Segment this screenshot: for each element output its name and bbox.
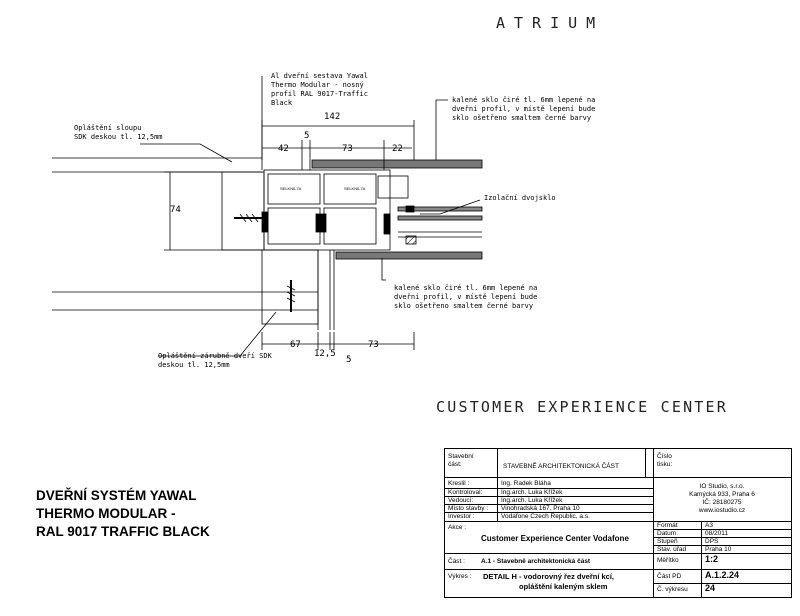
glass-top xyxy=(311,159,483,169)
format-value: A3 xyxy=(705,522,713,529)
annotation-glass-top: kalené sklo čiré tl. 6mm lepené na dveřn… xyxy=(452,96,596,122)
akce-label: Akce : xyxy=(448,524,467,531)
profile-label-b: SELKNIL7A xyxy=(344,186,366,191)
kontroloval-value: Ing.arch. Luka Křížek xyxy=(501,489,563,496)
stavebni-cast-value: STAVEBNĚ ARCHITEKTONICKÁ ČÁST xyxy=(503,463,619,470)
stupen-value: DPS xyxy=(705,538,719,545)
dim-73-top: 73 xyxy=(342,144,353,154)
cislo-tisku-label: Číslo tisku: xyxy=(657,453,673,468)
glass-bottom xyxy=(335,251,483,260)
drawing-title: ATRIUM xyxy=(496,14,605,32)
dim-22: 22 xyxy=(392,144,403,154)
stav-urad-value: Praha 10 xyxy=(705,546,732,553)
datum-label: Datum xyxy=(657,530,677,537)
leader-glass-bottom xyxy=(381,258,386,281)
title-block: Stavební část: STAVEBNĚ ARCHITEKTONICKÁ … xyxy=(444,448,792,598)
cast-pd-label: Část PD xyxy=(657,573,682,580)
stupen-label: Stupeň xyxy=(657,538,678,545)
project-subtitle: CUSTOMER EXPERIENCE CENTER xyxy=(436,398,728,416)
profile-label-a: SELKNIL7A xyxy=(280,186,302,191)
vykres-value-2: opláštění kaleným sklem xyxy=(519,582,608,591)
leader-frame xyxy=(158,311,277,357)
dim-5-top: 5 xyxy=(304,131,310,141)
vedouci-value: Ing.arch. Luka Křížek xyxy=(501,497,563,504)
left-title-line-2: THERMO MODULAR - xyxy=(36,506,176,521)
insulating-glass-pane-1 xyxy=(397,206,483,212)
dim-142: 142 xyxy=(324,112,341,122)
dim-5-bottom: 5 xyxy=(346,355,352,365)
vykres-value-1: DETAIL H - vodorovný řez dveřní kcí, xyxy=(483,572,615,581)
left-title-line-1: DVEŘNÍ SYSTÉM YAWAL xyxy=(36,488,197,503)
annotation-frame-cladding: Opláštění zárubně dveří SDK deskou tl. 1… xyxy=(158,352,272,369)
meritko-value: 1:2 xyxy=(705,554,719,564)
cast-label: Část : xyxy=(448,558,465,565)
column-core xyxy=(221,171,265,251)
format-label: Formát xyxy=(657,522,678,529)
misto-label: Místo stavby : xyxy=(448,505,489,512)
door-profile-outline xyxy=(263,169,391,251)
datum-value: 08/2011 xyxy=(705,530,729,537)
kreslil-value: Ing. Radek Bláha xyxy=(501,480,551,487)
misto-value: Vinohradská 167, Praha 10 xyxy=(501,505,580,512)
annotation-glass-bottom: kalené sklo čiré tl. 6mm lepené na dveřn… xyxy=(394,284,538,310)
leader-column xyxy=(140,143,233,163)
c-vykresu-label: Č. výkresu xyxy=(657,586,688,593)
kreslil-label: Kreslil : xyxy=(448,480,470,487)
stavebni-cast-label: Stavební část: xyxy=(448,453,474,468)
vykres-label: Výkres : xyxy=(448,573,472,580)
screw-bottom xyxy=(286,280,296,312)
meritko-label: Měřítko xyxy=(657,557,679,564)
leader-glass-top xyxy=(435,99,448,160)
cast-pd-value: A.1.2.24 xyxy=(705,570,740,580)
c-vykresu-value: 24 xyxy=(705,583,716,593)
left-title-line-3: RAL 9017 TRAFFIC BLACK xyxy=(36,524,210,539)
annotation-column-cladding: Opláštění sloupu SDK deskou tl. 12,5mm xyxy=(74,124,163,141)
left-title: DVEŘNÍ SYSTÉM YAWAL THERMO MODULAR - RAL… xyxy=(36,487,210,541)
investor-label: Investor : xyxy=(448,513,475,520)
insulating-glass-pane-2 xyxy=(397,215,483,221)
dim-73-bottom: 73 xyxy=(368,340,379,350)
investor-value: Vodafone Czech Republic, a.s. xyxy=(501,513,590,520)
cast-value: A.1 - Stavebně architektonická část xyxy=(481,558,591,565)
vedouci-label: Vedoucí: xyxy=(448,497,474,504)
kontroloval-label: Kontroloval: xyxy=(448,489,483,496)
stav-urad-label: Stav. úřad xyxy=(657,546,687,553)
annotation-insulating-glass: Izolační dvojsklo xyxy=(484,194,556,202)
leader-insulating xyxy=(420,199,481,215)
dim-67: 67 xyxy=(290,340,301,350)
akce-value: Customer Experience Center Vodafone xyxy=(481,534,629,543)
dim-74: 74 xyxy=(170,205,181,215)
dim-42: 42 xyxy=(278,144,289,154)
company-info: IO Studio, s.r.o. Kamýcká 933, Praha 6 I… xyxy=(689,483,755,514)
annotation-door-system: Al dveřní sestava Yawal Thermo Modular -… xyxy=(271,72,368,107)
dim-12-5: 12,5 xyxy=(314,349,336,359)
screw-top xyxy=(234,213,264,223)
